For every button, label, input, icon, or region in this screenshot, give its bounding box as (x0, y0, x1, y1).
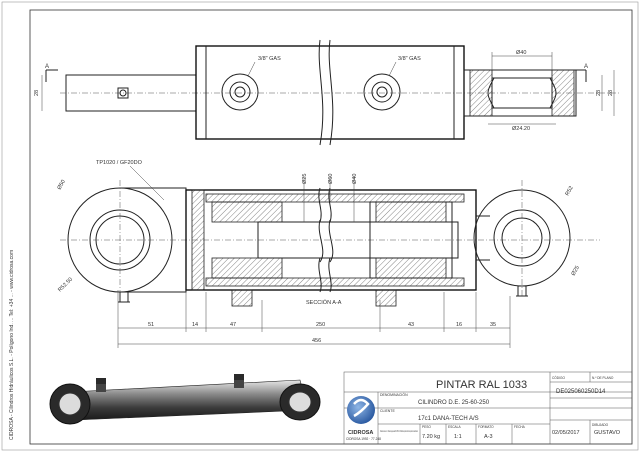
dim-35: 35 (490, 322, 496, 328)
section-marker-a-right: A (584, 64, 588, 70)
dim-51: 51 (148, 322, 154, 328)
dim-r52: R52.50 (57, 277, 74, 294)
tp-label: TP1020 / GF20DO (96, 160, 143, 166)
dim-28-left: 28 (34, 90, 40, 96)
dim-d25-top: Ø25 (302, 174, 308, 184)
dim-d50-left: Ø50 (57, 179, 67, 191)
ref-label: CÓDIGO (552, 375, 565, 380)
dimension-chain: 51 14 47 250 43 16 35 456 (117, 290, 511, 348)
dim-16: 16 (456, 322, 462, 328)
company-sub: CIDROSA 1992 · 77.248 (346, 437, 381, 441)
port-right-label: 3/8" GAS (398, 56, 421, 62)
dim-28-right2: 28 (608, 90, 614, 96)
dim-28-right: 28 (596, 90, 602, 96)
dim-d2420: Ø24.20 (512, 126, 530, 132)
description-label: DENOMINACIÓN (380, 392, 408, 397)
dim-d25-right: Ø25 (571, 265, 581, 277)
cylinder-3d-render (49, 374, 321, 425)
drawing-no-label: N.º DE PLANO (592, 376, 614, 380)
dim-43: 43 (408, 322, 414, 328)
title-text: PINTAR RAL 1033 (436, 379, 527, 391)
dim-d50-right: R52 (565, 185, 575, 197)
scale-value: 1:1 (454, 434, 462, 440)
section-aa-label: SECCIÓN A-A (306, 299, 342, 306)
dim-d40-top: Ø40 (516, 50, 526, 56)
dim-d40-sect: Ø40 (352, 174, 358, 184)
drawn-by: GUSTAVO (594, 430, 621, 436)
dim-14: 14 (192, 322, 198, 328)
title-block: PINTAR RAL 1033 DENOMINACIÓN CILINDRO D.… (343, 371, 633, 445)
notes-text: Todas las cotas en mm. Tolerancias gener… (380, 430, 418, 433)
client-label: CLIENTE (380, 409, 395, 413)
drawn-label: DIBUJADO (592, 423, 609, 427)
scale-label: ESCALA (448, 425, 461, 429)
top-view: 3/8" GAS 3/8" GAS Ø40 Ø24.20 28 28 28 A … (34, 39, 620, 146)
format-label: FORMATO (478, 425, 494, 429)
dim-47: 47 (230, 322, 236, 328)
company-name: CIDROSA (348, 430, 373, 436)
date-value: 02/05/2017 (552, 430, 580, 436)
dim-d60-top: Ø60 (328, 174, 334, 184)
side-strip-text: CIDROSA - Cilindros Hidráulicos S.L. - P… (9, 250, 15, 440)
client-text: 17c1 DANA-TECH A/S (418, 416, 479, 422)
section-view: TP1020 / GF20DO Ø50 Ø25 Ø60 Ø40 R52.50 R… (57, 160, 600, 307)
inner-frame (29, 9, 633, 445)
weight-label: PESO (422, 425, 431, 429)
weight-value: 7.20 kg (422, 434, 440, 440)
description-text: CILINDRO D.E. 25-60-250 (418, 400, 490, 406)
format-value: A-3 (484, 434, 493, 440)
dim-456: 456 (312, 338, 321, 344)
date-label: FECHA (514, 425, 526, 429)
drawing-number: DE025060250D14 (556, 389, 606, 395)
port-left-label: 3/8" GAS (258, 56, 281, 62)
section-marker-a-left: A (45, 64, 49, 70)
dim-250: 250 (316, 322, 325, 328)
